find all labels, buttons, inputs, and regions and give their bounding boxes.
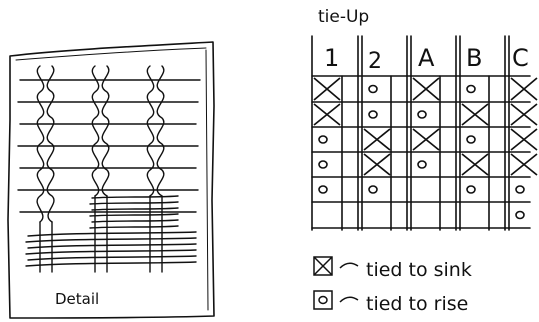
cell-sink-mark — [462, 104, 488, 125]
cell-rise-mark — [516, 212, 524, 219]
column-header: A — [418, 44, 435, 72]
cell-rise-mark — [369, 186, 377, 193]
legend-item-sink — [314, 257, 358, 275]
tieup-legend: tied to sink tied to rise — [314, 257, 472, 315]
cell-rise-mark — [467, 186, 475, 193]
cell-sink-mark — [413, 78, 439, 100]
cell-rise-mark — [467, 136, 475, 143]
tieup-title: tie-Up — [318, 7, 369, 27]
cell-sink-mark — [314, 104, 340, 125]
detail-caption: Detail — [55, 290, 99, 308]
cell-sink-mark — [314, 78, 340, 100]
cell-rise-mark — [369, 111, 377, 118]
tieup-headers: 1 2 A B C — [324, 44, 529, 74]
warp-weft-detail — [18, 66, 200, 272]
column-header: 1 — [324, 44, 339, 72]
cell-rise-mark — [319, 186, 327, 193]
legend-label-sink: tied to sink — [366, 259, 472, 281]
column-header: 2 — [368, 49, 382, 74]
column-header: B — [466, 44, 482, 72]
cell-rise-mark — [516, 186, 524, 193]
tieup-cells — [314, 78, 537, 219]
column-header: C — [512, 44, 529, 72]
cell-rise-mark — [467, 86, 475, 93]
cell-rise-mark — [319, 161, 327, 168]
cell-rise-mark — [418, 111, 426, 118]
cell-rise-mark — [319, 136, 327, 143]
cell-rise-mark — [418, 161, 426, 168]
cell-sink-mark — [511, 129, 537, 150]
legend-item-rise — [314, 291, 358, 309]
cell-sink-mark — [413, 129, 439, 150]
detail-panel — [8, 42, 214, 318]
cell-sink-mark — [511, 78, 537, 100]
cell-sink-mark — [364, 129, 390, 150]
cell-sink-mark — [364, 154, 390, 175]
cell-sink-mark — [511, 154, 537, 175]
cell-sink-mark — [511, 104, 537, 125]
cell-sink-mark — [462, 154, 488, 175]
legend-label-rise: tied to rise — [366, 293, 468, 315]
cell-rise-mark — [369, 86, 377, 93]
